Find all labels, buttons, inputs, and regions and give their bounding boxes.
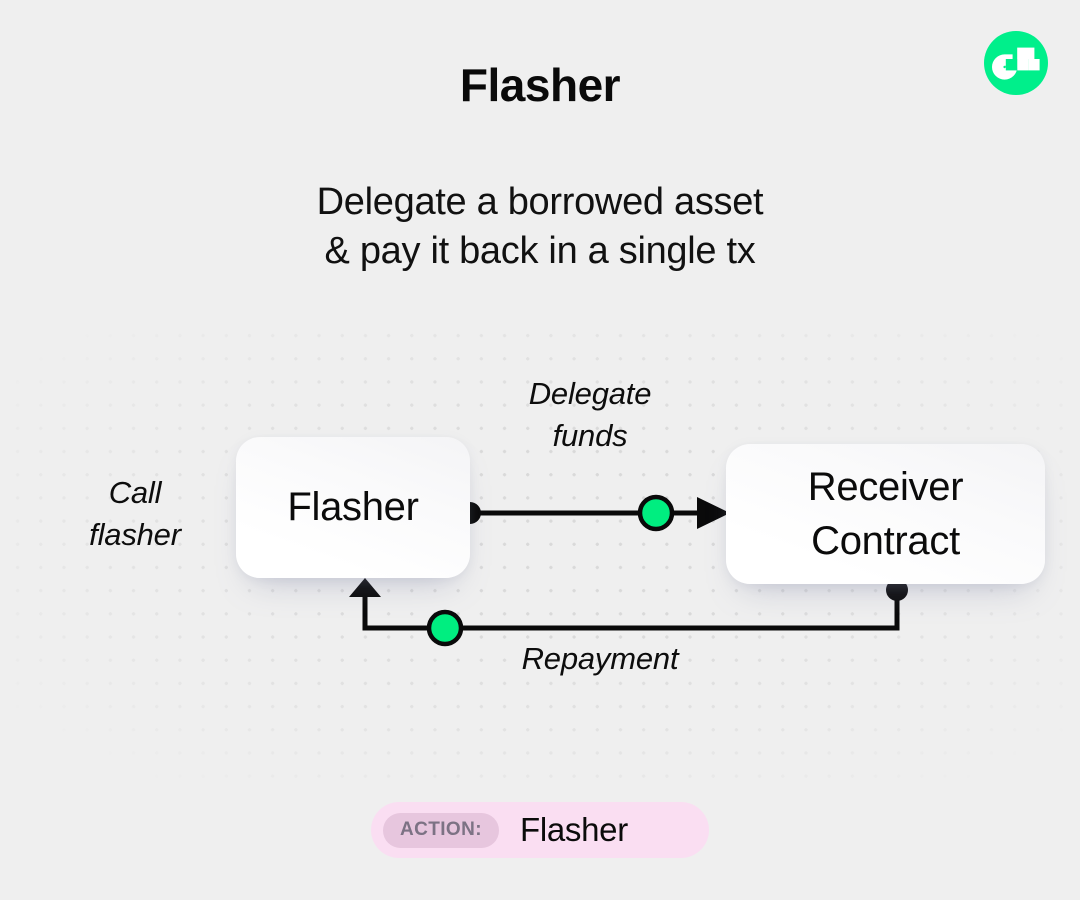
edge-label-delegate-funds: Delegate funds <box>470 373 710 457</box>
edge-label-repayment: Repayment <box>521 641 679 676</box>
edge-label-call-line-2: flasher <box>89 517 181 552</box>
page-subtitle: Delegate a borrowed asset & pay it back … <box>0 178 1080 276</box>
node-flasher[interactable]: Flasher <box>236 437 470 578</box>
subtitle-line-1: Delegate a borrowed asset <box>316 181 764 223</box>
flow-logo <box>984 31 1048 95</box>
node-receiver-label-line-2: Contract <box>811 519 960 563</box>
flow-token-dot-delegate <box>637 494 675 532</box>
node-receiver-label-line-1: Receiver <box>807 465 964 509</box>
edge-label-delegate-line-1: Delegate <box>528 376 652 411</box>
node-flasher-label: Flasher <box>287 485 419 529</box>
action-value: Flasher <box>519 811 628 848</box>
arrowhead-delegate-icon <box>697 497 730 529</box>
node-receiver-contract[interactable]: Receiver Contract <box>726 444 1045 584</box>
page-title: Flasher <box>459 59 621 111</box>
edge-delegate-funds <box>459 494 730 532</box>
action-tag-label: ACTION: <box>383 812 499 848</box>
edge-label-call-line-1: Call <box>108 475 162 510</box>
edge-repayment <box>349 578 908 647</box>
endpoint-dot-receiver-out <box>886 579 908 601</box>
node-receiver-label: Receiver Contract <box>807 460 964 568</box>
edge-label-call-flasher: Call flasher <box>35 472 235 556</box>
arrowhead-repayment-icon <box>349 578 381 597</box>
edge-label-delegate-line-2: funds <box>552 418 628 453</box>
flow-logo-icon <box>992 47 1040 80</box>
subtitle-line-2: & pay it back in a single tx <box>324 230 756 272</box>
action-chip[interactable]: ACTION: Flasher <box>371 802 709 858</box>
flow-token-dot-repayment <box>426 609 464 647</box>
